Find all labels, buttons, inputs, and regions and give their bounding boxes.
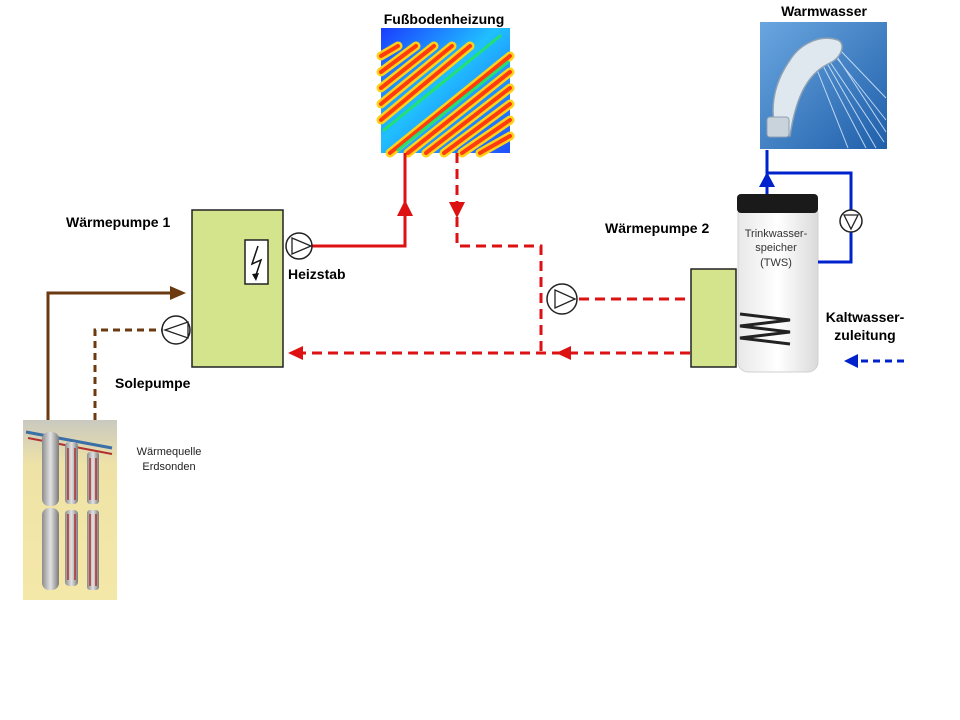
heating-rod-icon — [244, 239, 269, 285]
tank-label-line2: speicher — [755, 242, 797, 254]
shower-image — [760, 22, 887, 149]
hot-water-label: Warmwasser — [781, 3, 867, 19]
heat-pump-1-box — [191, 209, 284, 368]
tank-label-line3: (TWS) — [760, 257, 792, 269]
hot-water-arrow — [759, 172, 775, 187]
brine-pump-label: Solepumpe — [115, 375, 191, 391]
cold-water-label-line1: Kaltwasser- — [826, 309, 905, 325]
ground-probe-image — [23, 420, 117, 600]
return-arrow-mid — [556, 346, 571, 360]
heating-pump-icon — [285, 232, 313, 260]
brine-pump-icon — [161, 315, 191, 345]
heat-source-label-line2: Erdsonden — [142, 461, 195, 473]
heat-pump-2-label: Wärmepumpe 2 — [605, 220, 709, 236]
brine-return-line — [93, 328, 162, 420]
heat-pump-1-label: Wärmepumpe 1 — [66, 214, 170, 230]
cold-water-arrow — [844, 354, 858, 368]
flow-down-arrow — [449, 202, 465, 218]
brine-flow-arrow — [170, 286, 186, 300]
heat-pump-2-pump-icon — [546, 283, 578, 315]
circulation-pump-icon — [839, 209, 863, 233]
brine-supply-line — [46, 286, 186, 420]
heating-rod-label: Heizstab — [288, 266, 346, 282]
heating-flow-line — [312, 153, 413, 248]
cold-water-supply-line — [844, 354, 904, 368]
floor-heating-image — [376, 28, 515, 158]
heating-return-line — [288, 153, 690, 360]
drinking-water-tank — [737, 194, 819, 373]
heat-source-label-line1: Wärmequelle — [137, 446, 202, 458]
flow-up-arrow — [397, 200, 413, 216]
heat-pump-2-box — [690, 268, 737, 368]
cold-water-label-line2: zuleitung — [834, 327, 895, 343]
return-arrow-left — [288, 346, 303, 360]
tank-label-line1: Trinkwasser- — [745, 228, 808, 240]
floor-heating-label: Fußbodenheizung — [384, 11, 505, 27]
